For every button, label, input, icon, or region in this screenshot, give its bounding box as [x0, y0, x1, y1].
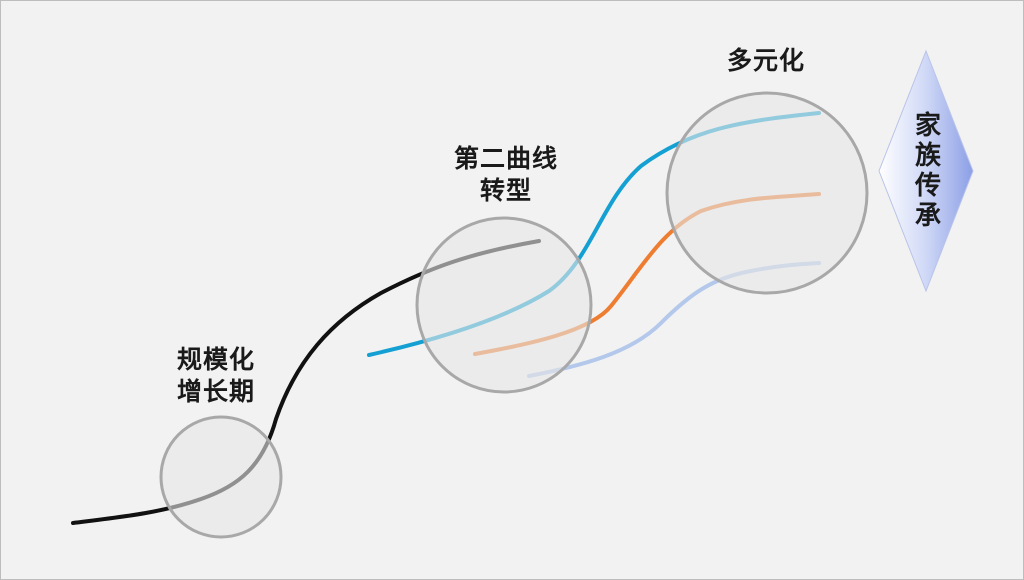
diversification-bubble [665, 91, 869, 295]
label-scale-growth-line1: 规模化 [176, 345, 255, 374]
label-second-curve-line1: 第二曲线 [453, 144, 558, 173]
label-scale-growth: 规模化 增长期 [151, 344, 281, 408]
second-curve-bubble [415, 216, 593, 394]
family-inheritance: 家族传承 [877, 49, 975, 293]
family-inheritance-diamond [878, 49, 974, 293]
label-diversification: 多元化 [726, 46, 805, 75]
family-inheritance-label: 家族传承 [910, 111, 941, 231]
scale-growth-bubble [159, 415, 283, 539]
label-second-curve-line2: 转型 [479, 176, 532, 205]
label-second-curve: 第二曲线 转型 [426, 143, 586, 207]
label-scale-growth-line2: 增长期 [176, 377, 255, 406]
